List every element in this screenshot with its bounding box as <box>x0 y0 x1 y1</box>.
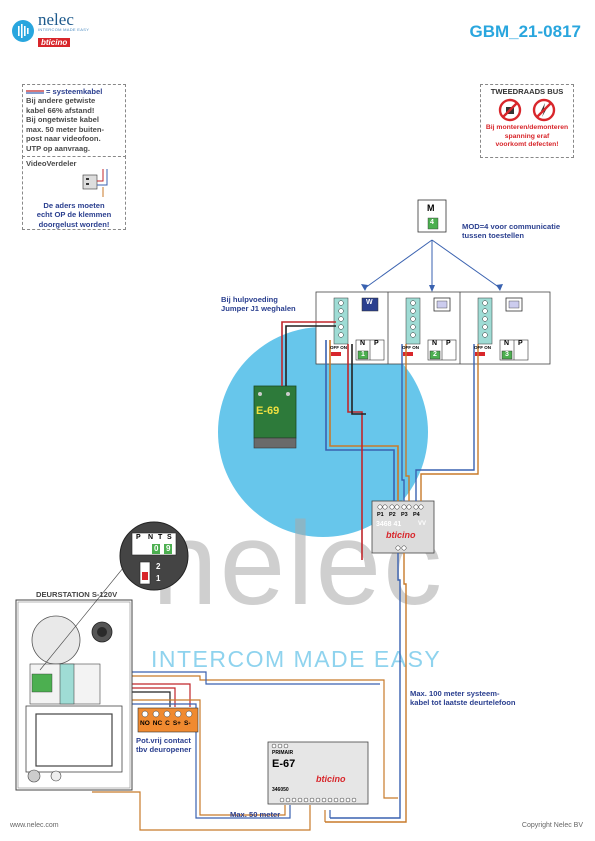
video-title: VideoVerdeler <box>26 159 77 168</box>
distributor-code: 3468 41 <box>376 521 402 528</box>
off-on-1: OFF ON <box>330 345 347 350</box>
legend-title: = systeemkabel <box>46 87 103 96</box>
door-station-title: DEURSTATION S-120V <box>36 590 118 599</box>
term-p-3: P <box>518 340 523 347</box>
watermark-tagline: INTERCOM MADE EASY <box>151 646 442 672</box>
distributor <box>371 500 435 554</box>
video-distributor-icon <box>82 169 108 197</box>
max100-note-line-2: kabel tot laatste deurtelefoon <box>410 698 516 708</box>
speaker-icon <box>31 615 81 665</box>
partner-logo: bticino <box>38 38 71 47</box>
video-line-2: echt OP de klemmen <box>36 210 112 220</box>
distributor-port-3: P3 <box>401 512 408 518</box>
mod-note: MOD=4 voor communicatie tussen toestelle… <box>462 222 560 241</box>
psu-e67-bticino: bticino <box>316 774 346 784</box>
no-power-icon <box>532 99 556 122</box>
bus-line-2: spanning eraf <box>504 132 550 140</box>
jumper-note-line-2: Jumper J1 weghalen <box>221 304 296 314</box>
psu-e67-label: E-67 <box>272 758 296 770</box>
monitor-1-icon <box>361 297 379 312</box>
legend-line-1: Bij andere getwiste <box>26 96 96 106</box>
legend-line-4: max. 50 meter buiten- <box>26 124 105 134</box>
detail-term-t: T <box>158 534 163 541</box>
psu-e67 <box>267 741 369 805</box>
distributor-port-1: P1 <box>377 512 384 518</box>
mod-note-line-1: MOD=4 voor communicatie <box>462 222 561 231</box>
max50-note: Max. 50 meter <box>230 810 281 819</box>
pot-note-line-1: Pot.vrij contact <box>136 736 191 745</box>
jumper-note: Bij hulpvoeding Jumper J1 weghalen <box>221 295 296 314</box>
term-n-3: N <box>504 340 510 347</box>
detail-value-0: 0 <box>154 544 159 553</box>
brand-logo-mark-icon <box>12 20 34 42</box>
monitor-num-3: 3 <box>505 351 509 358</box>
jumper-val-1: 1 <box>156 574 161 583</box>
mod-value: 4 <box>430 219 434 226</box>
brand-name: nelec <box>38 10 74 29</box>
max100-note-line-1: Max. 100 meter systeem- <box>410 689 500 698</box>
footer-right: Copyright Nelec BV <box>521 822 583 829</box>
detail-value-9: 9 <box>166 544 171 553</box>
brand-logo: nelec INTERCOM MADE EASY bticino <box>12 10 90 50</box>
distributor-port-2: P2 <box>389 512 396 518</box>
no-plug-icon <box>498 99 522 122</box>
legend-line-3: Bij ongetwiste kabel <box>26 115 100 125</box>
monitor-num-2: 2 <box>433 351 437 358</box>
relay-term-nc: NC <box>152 720 163 727</box>
relay-term-c: C <box>165 720 170 727</box>
relay-term-no: NO <box>140 720 150 727</box>
doc-number: GBM_21-0817 <box>469 22 581 41</box>
legend-line-2: kabel 66% afstand! <box>26 105 95 115</box>
relay-terms: NO NC C S+ S- <box>140 720 190 727</box>
bus-line-3: voorkomt defecten! <box>495 141 559 149</box>
term-p-2: P <box>446 340 451 347</box>
legend-box: = systeemkabel Bij andere getwiste kabel… <box>22 84 126 158</box>
distributor-port-4: P4 <box>413 512 420 518</box>
term-n-1: N <box>360 340 366 347</box>
max100-note: Max. 100 meter systeem- kabel tot laatst… <box>410 689 516 708</box>
relay-term-splus: S+ <box>172 720 181 727</box>
psu-e67-primary: PRIMAIR <box>272 750 294 756</box>
psu-e67-code: 346050 <box>272 787 289 793</box>
bus-title: TWEEDRAADS BUS <box>490 87 564 96</box>
jumper-note-line-1: Bij hulpvoeding <box>221 295 278 304</box>
bus-warning-box: TWEEDRAADS BUS Bij monteren/demonteren s… <box>480 84 574 158</box>
footer-left[interactable]: www.nelec.com <box>10 822 59 829</box>
pot-note-line-2: tbv deuropener <box>136 745 192 755</box>
detail-zoom <box>119 521 189 591</box>
systemcable-icon <box>26 90 44 94</box>
off-on-2: OFF ON <box>402 345 419 350</box>
relay-term-smin: S- <box>183 720 191 727</box>
bus-line-1: Bij monteren/demonteren <box>485 124 569 132</box>
mod-letter: M <box>427 203 435 213</box>
video-line-3: doorgelust worden! <box>38 219 110 229</box>
legend-line-5: post naar videofoon. <box>26 134 101 144</box>
monitor-dip-switches <box>357 350 513 360</box>
monitor-w: W <box>366 299 373 306</box>
detail-term-n: N <box>148 534 154 541</box>
psu-e69-label: E-69 <box>256 405 280 417</box>
brand-tagline: INTERCOM MADE EASY <box>38 27 90 32</box>
term-n-2: N <box>432 340 438 347</box>
detail-term-s: S <box>167 534 172 541</box>
monitor-num-1: 1 <box>361 351 365 358</box>
distributor-bticino: bticino <box>386 530 416 540</box>
jumper-val-2: 2 <box>156 562 161 571</box>
pot-note: Pot.vrij contact tbv deuropener <box>136 736 191 755</box>
distributor-vv: VV <box>418 521 427 527</box>
video-line-1: De aders moeten <box>43 201 105 210</box>
video-box: VideoVerdeler De aders moeten echt OP de… <box>22 156 126 230</box>
term-p-1: P <box>374 340 379 347</box>
detail-term-p: P <box>136 534 141 541</box>
mod-note-line-2: tussen toestellen <box>462 231 525 241</box>
off-on-3: OFF ON <box>474 345 491 350</box>
legend-line-6: UTP op aanvraag. <box>26 143 91 153</box>
